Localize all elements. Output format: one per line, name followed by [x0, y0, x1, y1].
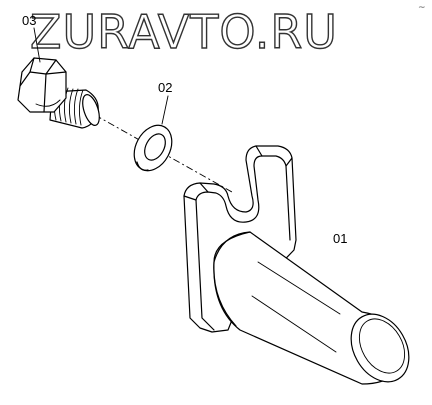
callout-03: 03: [22, 13, 41, 63]
callout-02: 02: [158, 80, 172, 125]
callout-01: 01: [333, 231, 347, 246]
bolt: [17, 57, 100, 129]
watermark: ZURAVTO.RU: [30, 5, 338, 59]
washer: [133, 124, 173, 172]
pin-bracket: [183, 145, 410, 385]
label-02: 02: [158, 80, 172, 95]
label-03: 03: [22, 13, 36, 28]
corner-mark: ~: [418, 3, 426, 13]
label-01: 01: [333, 231, 347, 246]
